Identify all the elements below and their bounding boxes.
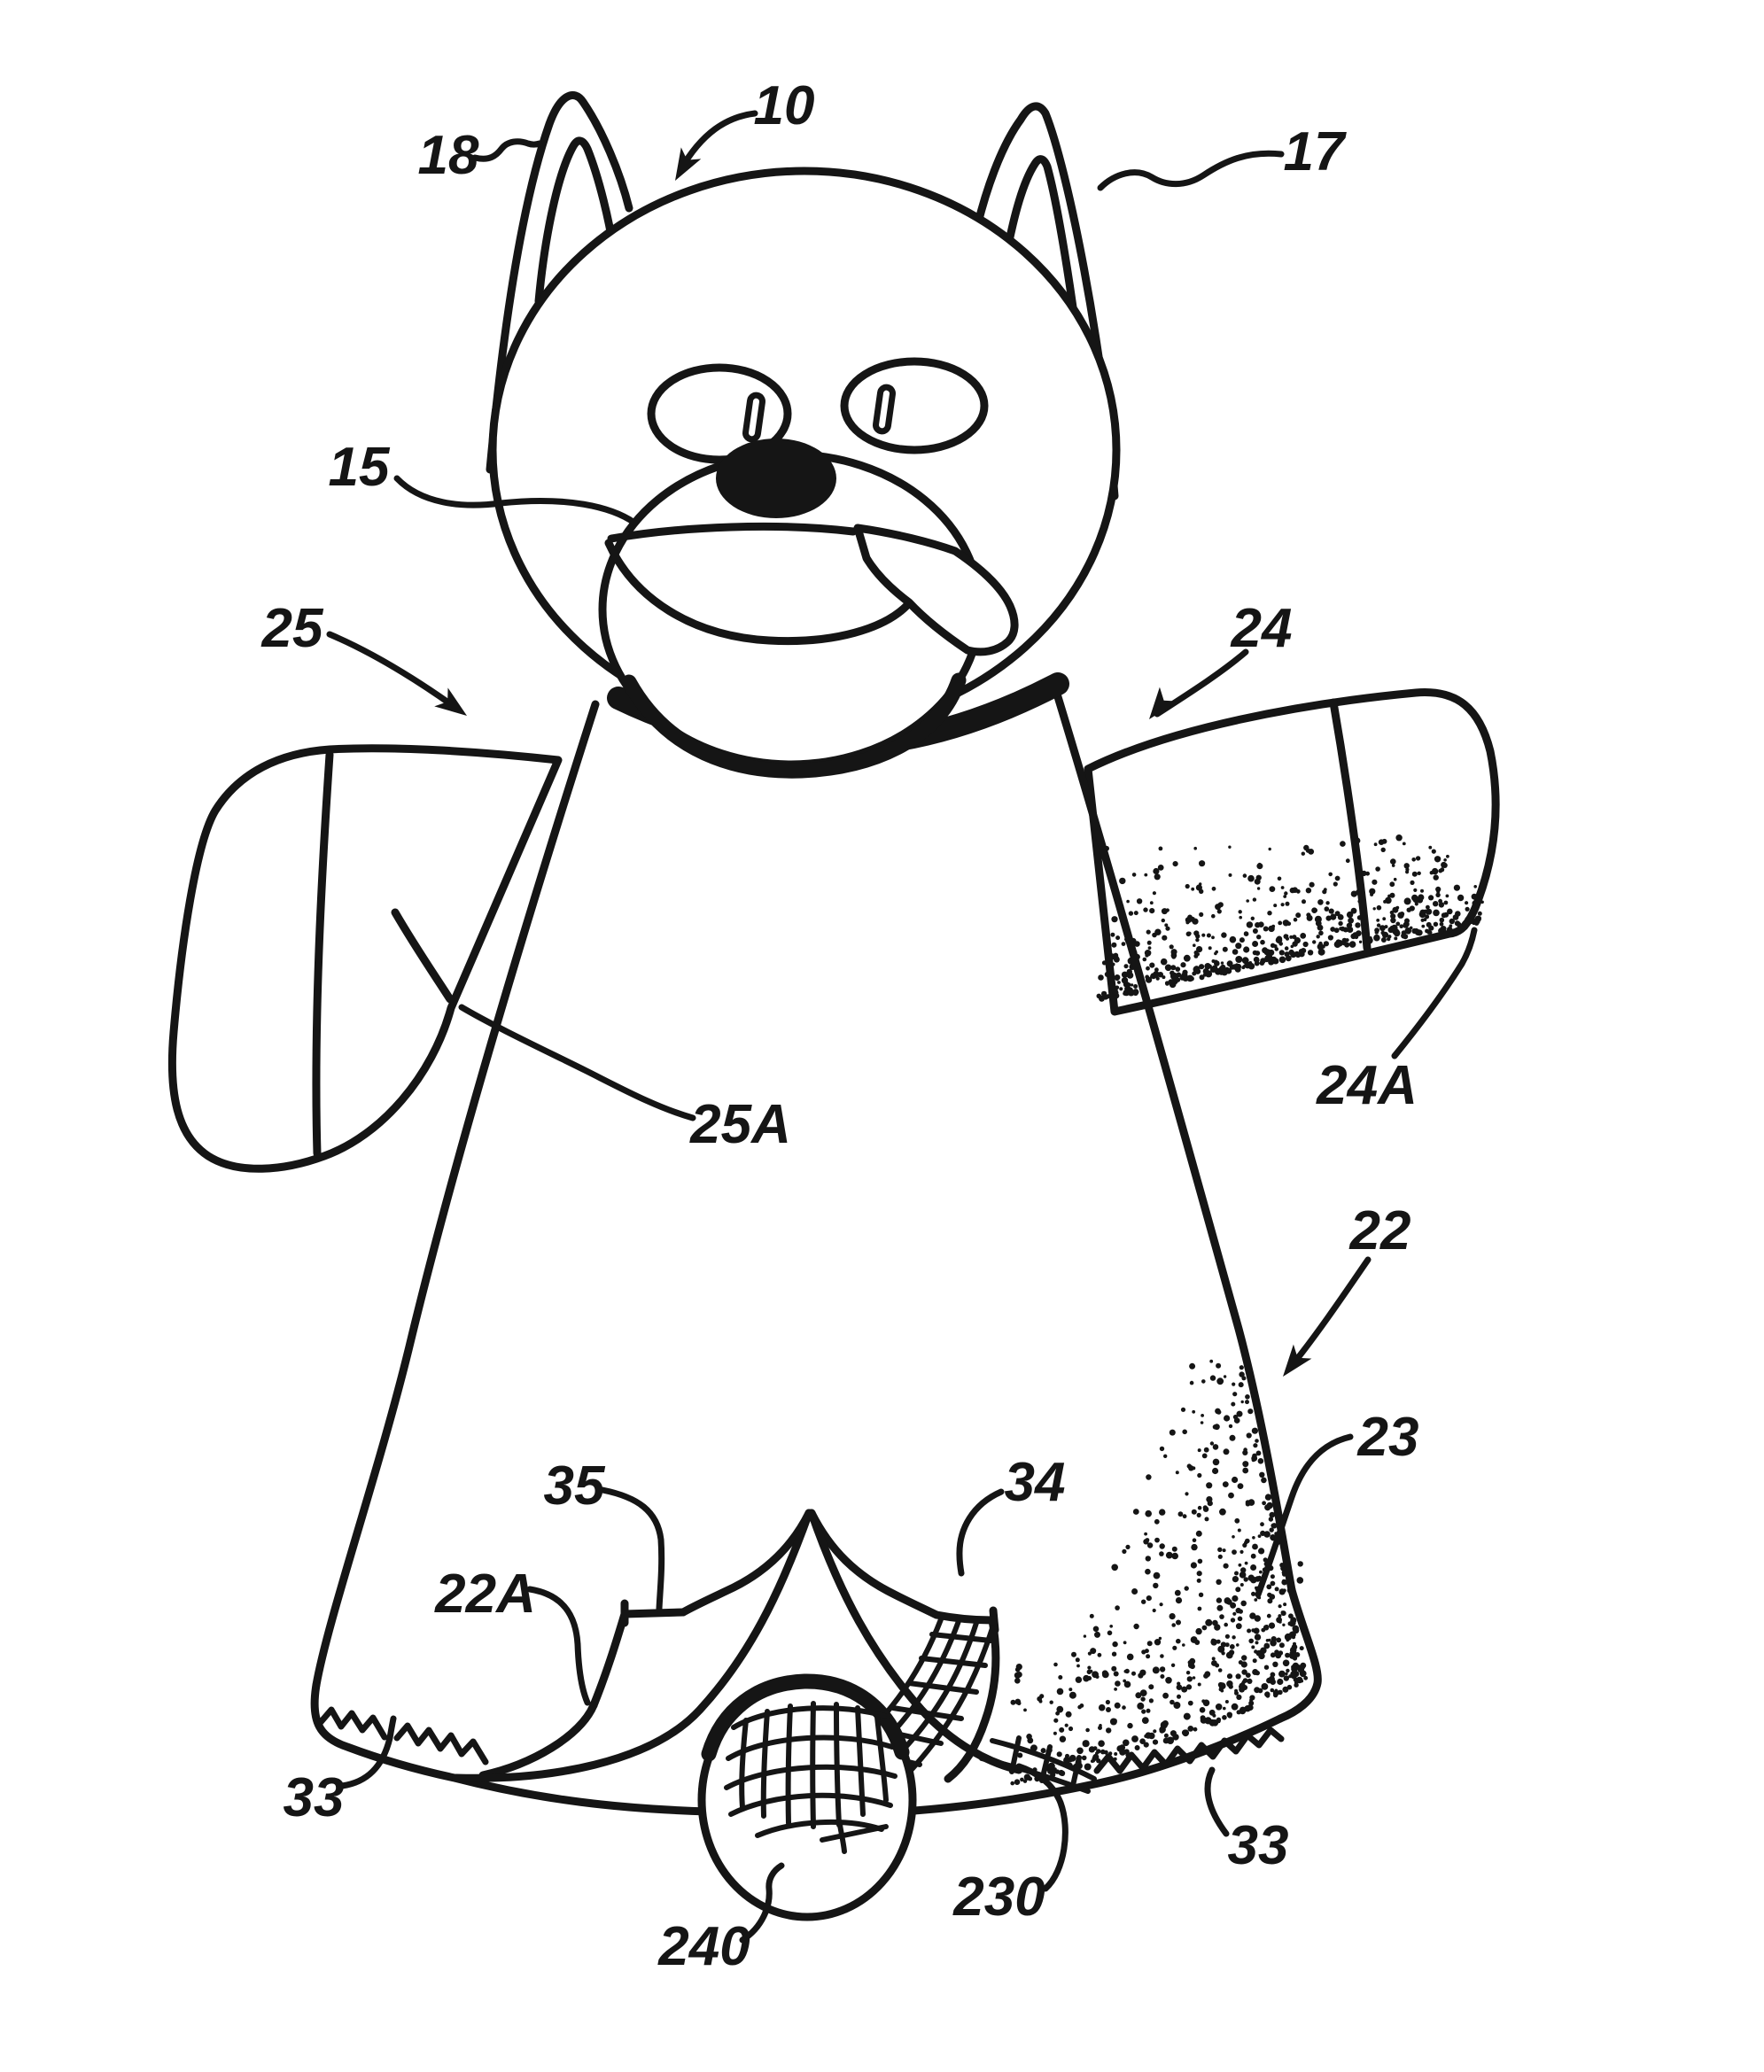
mouth-line	[607, 522, 858, 543]
ref-label-24a: 24A	[1316, 1055, 1418, 1116]
tent-outer-right	[807, 1509, 941, 1619]
left-flap-bottom	[478, 1701, 598, 1780]
leader-25a	[458, 1004, 696, 1121]
right-pupil	[872, 384, 897, 435]
right-eye	[840, 357, 989, 454]
leader-35	[599, 1486, 665, 1612]
ball	[697, 1673, 917, 1921]
leader-10	[677, 110, 758, 174]
ref-label-18: 18	[418, 125, 479, 186]
tent-inner-left	[452, 1509, 813, 1782]
left-pupil	[742, 392, 766, 443]
ref-label-34: 34	[1005, 1452, 1066, 1513]
zigzag-edge-right	[1093, 1727, 1285, 1774]
mouth-inner-arc	[604, 539, 913, 646]
arrowhead-22	[1283, 1344, 1312, 1377]
tongue	[853, 524, 1019, 656]
left-arm-wrist-line	[391, 908, 455, 1004]
left-flap-edge	[589, 1610, 629, 1710]
leader-33-left	[338, 1715, 397, 1789]
right-arm-seam	[1329, 698, 1372, 952]
leader-23	[1255, 1433, 1354, 1598]
ref-label-17: 17	[1284, 121, 1347, 182]
leader-240	[739, 1862, 785, 1944]
body-right-corner	[1276, 1586, 1322, 1723]
arrowheads	[434, 147, 1312, 1377]
ref-label-23: 23	[1357, 1407, 1419, 1468]
nose	[716, 438, 836, 518]
ref-label-25: 25	[261, 598, 324, 659]
body-corner-stipple	[1010, 1359, 1309, 1786]
ref-label-240: 240	[657, 1916, 750, 1977]
ref-label-15: 15	[329, 437, 391, 498]
left-eye	[647, 363, 792, 464]
chin-arc	[621, 672, 967, 779]
ball-mesh	[724, 1701, 898, 1854]
tent-flaps	[452, 1509, 1023, 1783]
left-ear	[486, 91, 633, 474]
reference-labels: 10 18 17 15 25 24 25A 24A 22 23 35 34 22…	[261, 75, 1419, 1977]
right-flap-edge	[944, 1616, 1000, 1783]
leader-24a	[1391, 927, 1478, 1059]
leader-22	[1286, 1256, 1372, 1371]
ref-label-33-left: 33	[284, 1767, 345, 1828]
ref-label-33-right: 33	[1228, 1815, 1289, 1876]
leader-34	[956, 1488, 1005, 1577]
muzzle	[598, 438, 1019, 779]
ref-label-230: 230	[952, 1866, 1045, 1928]
ref-label-10: 10	[754, 75, 815, 136]
tent-outer-left	[679, 1509, 813, 1617]
left-flap-step	[620, 1599, 688, 1627]
zigzag-edge-left-b	[393, 1722, 489, 1765]
right-flap-top	[932, 1606, 999, 1634]
zigzag-edge-left-a	[317, 1706, 388, 1741]
ref-label-35: 35	[544, 1455, 606, 1517]
leader-22a	[526, 1586, 591, 1706]
right-arm	[1084, 688, 1500, 1016]
ref-label-22: 22	[1349, 1200, 1411, 1261]
body-left-edge	[312, 700, 600, 1689]
body-right-edge	[1052, 687, 1296, 1595]
leader-15	[393, 475, 638, 526]
leader-17	[1097, 150, 1285, 191]
ref-label-25a: 25A	[689, 1094, 791, 1155]
arrowhead-10	[675, 147, 702, 181]
ref-label-24: 24	[1231, 598, 1293, 659]
arrowhead-24	[1149, 687, 1178, 719]
leader-230	[1015, 1763, 1069, 1892]
left-arm	[167, 744, 563, 1173]
leader-33-right	[1204, 1766, 1230, 1837]
leader-25	[326, 631, 461, 712]
ref-label-22a: 22A	[434, 1564, 536, 1625]
left-arm-seam	[312, 750, 334, 1158]
arrowhead-25	[434, 687, 467, 716]
leader-18	[471, 138, 543, 162]
